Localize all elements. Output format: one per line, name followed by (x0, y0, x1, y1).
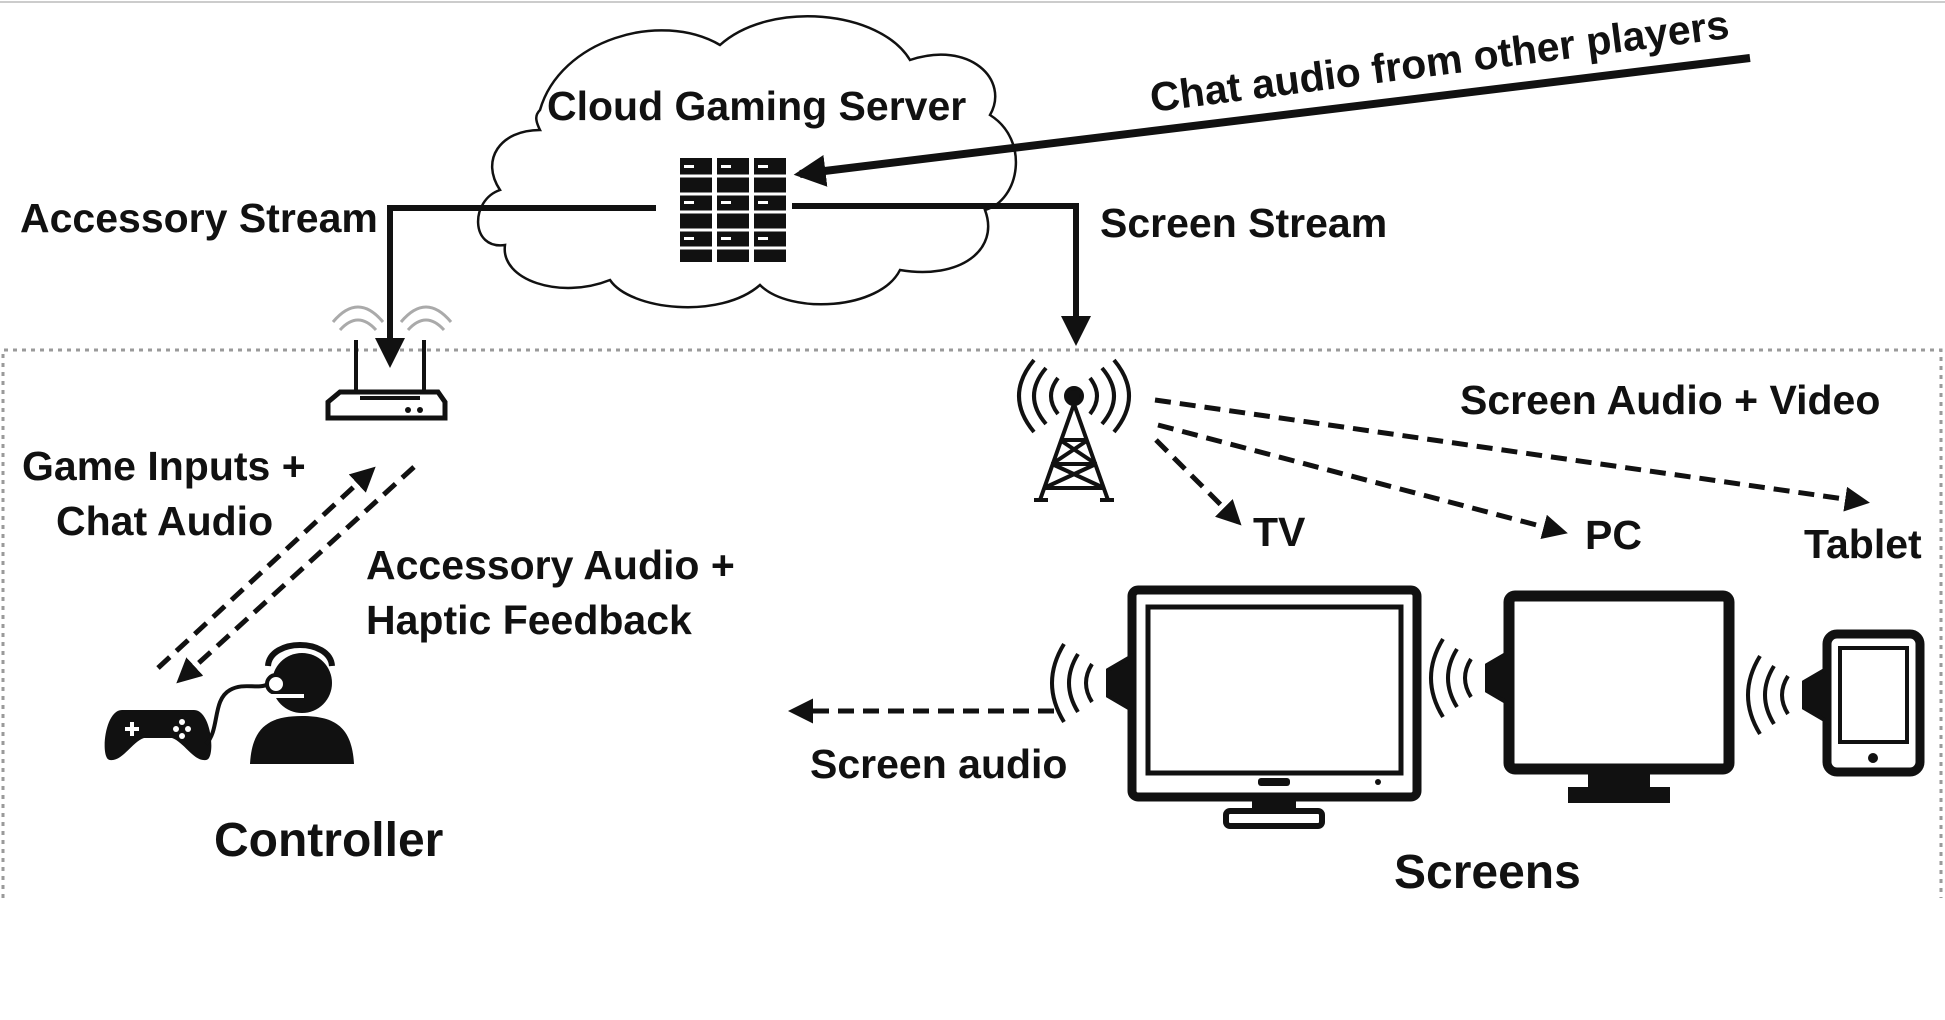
server-rack-icon (677, 156, 787, 266)
gamepad-icon (104, 710, 212, 761)
radio-tower-icon (1017, 358, 1131, 502)
accessory-stream-label: Accessory Stream (20, 195, 378, 241)
tablet-icon (1822, 629, 1925, 777)
chat-audio-other-label: Chat audio from other players (1147, 1, 1731, 121)
to-tv-arrow (1154, 438, 1242, 526)
tv-label: TV (1253, 509, 1306, 555)
speaker-icon (1050, 642, 1134, 724)
pc-monitor-icon (1503, 590, 1735, 803)
accessory-audio-arrow (176, 465, 416, 684)
screens-label: Screens (1394, 846, 1581, 899)
controller-label: Controller (214, 814, 443, 867)
server-label: Cloud Gaming Server (547, 83, 966, 129)
accessory-stream-line (375, 205, 656, 368)
game-inputs-label-line2: Chat Audio (56, 498, 273, 544)
accessory-audio-label-line2: Haptic Feedback (366, 597, 692, 643)
headset-cable (204, 682, 270, 746)
accessory-audio-label-line1: Accessory Audio + (366, 542, 735, 588)
screen-stream-line (792, 203, 1091, 346)
chat-audio-arrow (793, 54, 1751, 187)
game-inputs-label-line1: Game Inputs + (22, 443, 306, 489)
to-tablet-arrow (1154, 397, 1870, 512)
tv-monitor-icon (1127, 585, 1422, 829)
headset-user-icon (250, 642, 354, 764)
screen-audio-label: Screen audio (810, 741, 1067, 787)
screen-stream-label: Screen Stream (1100, 200, 1387, 246)
to-pc-arrow (1157, 422, 1568, 539)
screen-audio-video-label: Screen Audio + Video (1460, 377, 1880, 423)
pc-label: PC (1585, 512, 1642, 558)
wifi-router-icon (325, 305, 453, 421)
tablet-label: Tablet (1804, 521, 1922, 567)
speaker-icon (1429, 637, 1513, 719)
home-boundary (1, 348, 1943, 898)
speaker-icon (1746, 654, 1830, 736)
